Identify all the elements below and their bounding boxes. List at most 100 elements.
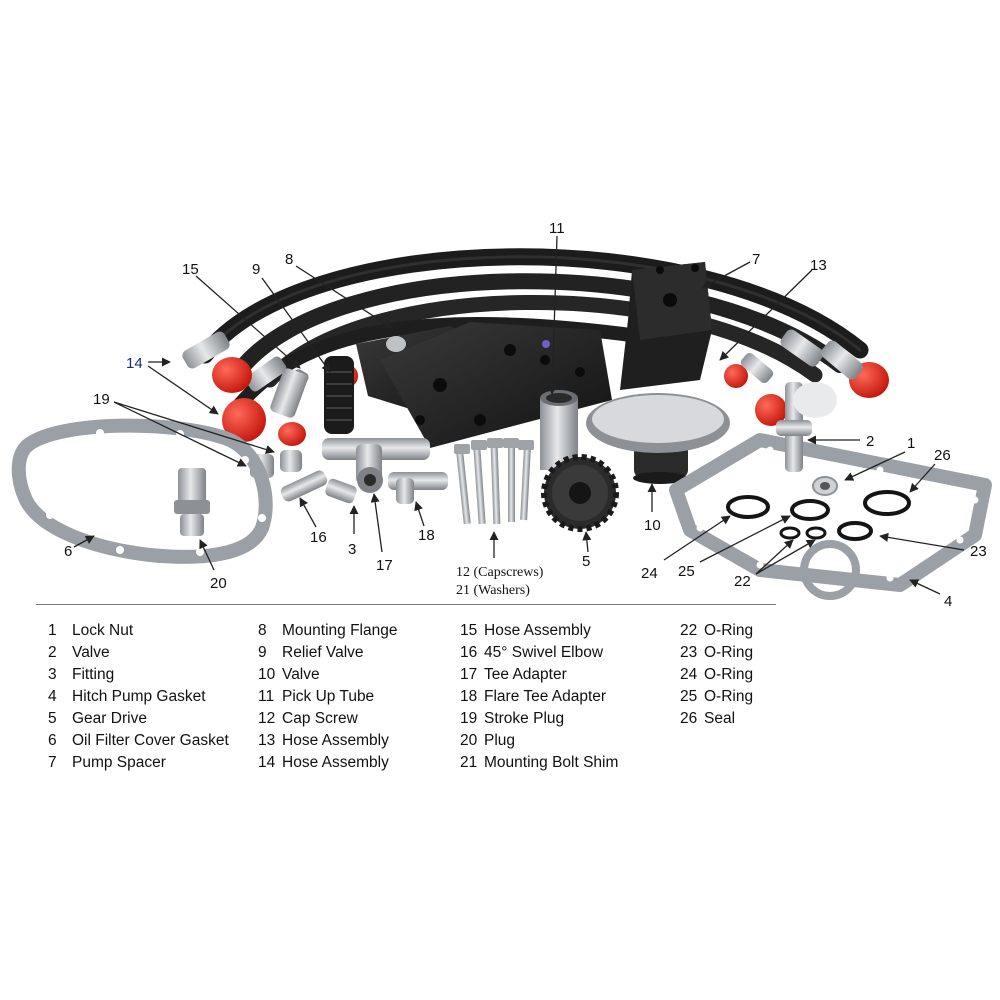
legend-column-3: 15 Hose Assembly 16 45° Swivel Elbow 17 Tee A…	[460, 620, 618, 774]
callout-4: 4	[944, 593, 952, 610]
legend-item-name: Mounting Bolt Shim	[484, 754, 619, 771]
legend-item-name: Fitting	[72, 666, 115, 683]
legend-item-number: 25	[680, 688, 698, 705]
tee-adapter	[322, 438, 430, 493]
callout-5: 5	[582, 553, 590, 570]
swivel-elbow	[280, 470, 357, 504]
legend-item-name: Mounting Flange	[282, 622, 398, 639]
legend-item-number: 6	[48, 732, 57, 749]
legend-divider	[36, 604, 776, 605]
legend-item-name: O-Ring	[704, 622, 754, 639]
seal	[812, 476, 838, 496]
legend-item: 15 Hose Assembly	[460, 620, 618, 642]
legend-item-number: 20	[460, 732, 478, 749]
pick-up-tube	[540, 390, 578, 470]
cap-screws	[454, 438, 534, 525]
legend-item-name: Hose Assembly	[282, 732, 389, 749]
legend-item-name: Pump Spacer	[72, 754, 166, 771]
leader-lines	[73, 235, 965, 595]
o-rings	[726, 490, 911, 541]
callout-25: 25	[678, 563, 695, 580]
callout-17: 17	[376, 557, 393, 574]
legend-item-number: 1	[48, 622, 57, 639]
pump-spacer	[620, 262, 712, 390]
legend-item-name: Hose Assembly	[282, 754, 389, 771]
legend-item: 13 Hose Assembly	[258, 730, 397, 752]
legend-item: 8 Mounting Flange	[258, 620, 397, 642]
legend-item-name: 45° Swivel Elbow	[484, 644, 604, 661]
legend-item-number: 3	[48, 666, 57, 683]
legend-item-number: 9	[258, 644, 267, 661]
callout-6: 6	[64, 543, 72, 560]
callout-19: 19	[93, 391, 110, 408]
legend-item-name: Stroke Plug	[484, 710, 565, 727]
callout-20: 20	[210, 575, 227, 592]
callout-24: 24	[641, 565, 658, 582]
legend-item: 9 Relief Valve	[258, 642, 397, 664]
legend-item-name: Valve	[282, 666, 320, 683]
legend-item-number: 15	[460, 622, 478, 639]
legend-item-number: 14	[258, 754, 276, 771]
callout-14: 14	[126, 355, 143, 372]
callout-26: 26	[934, 447, 951, 464]
callout-23: 23	[970, 543, 987, 560]
legend-item-number: 19	[460, 710, 478, 727]
relief-valve	[324, 356, 354, 434]
legend-item-number: 18	[460, 688, 478, 705]
note-washers: 21 (Washers)	[456, 583, 530, 598]
legend-item: 7 Pump Spacer	[48, 752, 229, 774]
legend-item-name: Gear Drive	[72, 710, 147, 727]
legend-item: 10 Valve	[258, 664, 397, 686]
legend-item-name: Flare Tee Adapter	[484, 688, 607, 705]
legend-item-name: O-Ring	[704, 644, 754, 661]
legend-item-number: 5	[48, 710, 57, 727]
legend-item-number: 23	[680, 644, 698, 661]
callout-3: 3	[348, 541, 356, 558]
plug	[174, 468, 210, 536]
legend-item-name: Hose Assembly	[484, 622, 591, 639]
legend-item-number: 13	[258, 732, 276, 749]
legend-item-number: 22	[680, 622, 698, 639]
legend-item-number: 8	[258, 622, 267, 639]
legend-item: 18 Flare Tee Adapter	[460, 686, 618, 708]
callout-13: 13	[810, 257, 827, 274]
gear-drive	[541, 454, 619, 532]
oil-filter-cover-gasket	[11, 418, 273, 564]
legend-item-number: 2	[48, 644, 57, 661]
legend-item-name: Lock Nut	[72, 622, 134, 639]
legend-item-name: Cap Screw	[282, 710, 358, 727]
legend-item-name: Tee Adapter	[484, 666, 567, 683]
valve-10	[586, 393, 730, 484]
callout-8: 8	[285, 251, 293, 268]
legend-item-name: Pick Up Tube	[282, 688, 375, 705]
legend-item: 19 Stroke Plug	[460, 708, 618, 730]
hose-fittings-right	[740, 329, 863, 384]
legend-item-name: Seal	[704, 710, 736, 727]
callout-10: 10	[644, 517, 661, 534]
legend-item-number: 17	[460, 666, 478, 683]
fittings-center	[270, 368, 308, 418]
callout-9: 9	[252, 261, 260, 278]
legend-item: 3 Fitting	[48, 664, 229, 686]
legend-item-number: 16	[460, 644, 478, 661]
legend-item-number: 10	[258, 666, 276, 683]
callout-15: 15	[182, 261, 199, 278]
callout-11: 11	[549, 220, 565, 237]
callout-18: 18	[418, 527, 435, 544]
legend-item-number: 7	[48, 754, 57, 771]
legend-item-name: Hitch Pump Gasket	[72, 688, 206, 705]
legend-item-name: Plug	[484, 732, 516, 749]
callout-7: 7	[752, 251, 760, 268]
legend-item: 5 Gear Drive	[48, 708, 229, 730]
legend-item: 16 45° Swivel Elbow	[460, 642, 618, 664]
callout-1: 1	[907, 435, 915, 452]
legend-item-name: Relief Valve	[282, 644, 364, 661]
